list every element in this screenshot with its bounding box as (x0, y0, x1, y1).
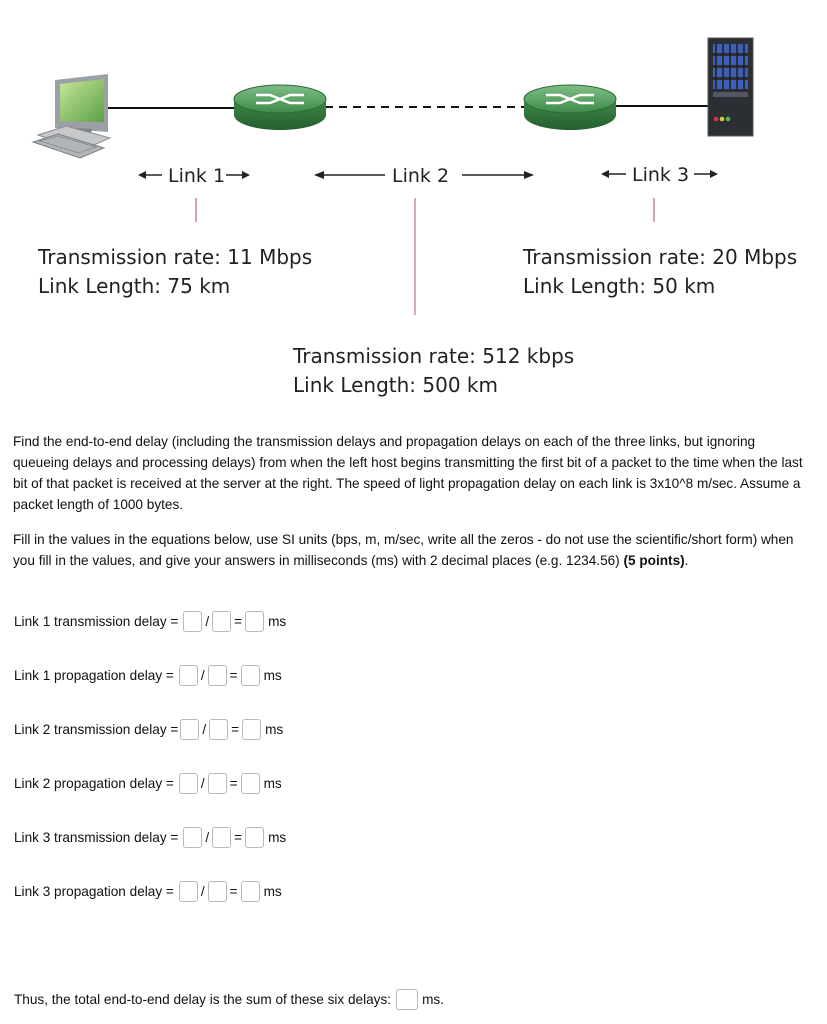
denominator-input[interactable] (212, 611, 232, 632)
link1-rate: Transmission rate: 11 Mbps (37, 245, 312, 269)
link3-label: Link 3 (632, 164, 689, 186)
denominator-input[interactable] (209, 719, 229, 740)
equals-sign: = (229, 884, 238, 899)
numerator-input[interactable] (180, 719, 200, 740)
numerator-input[interactable] (178, 665, 198, 686)
unit-label: ms (265, 722, 284, 737)
equation-row-link2-propagation: Link 2 propagation delay = / = ms (14, 773, 282, 794)
link3-label-group: Link 3 (601, 164, 718, 186)
link1-label: Link 1 (168, 165, 225, 187)
computer-icon (31, 74, 112, 159)
points-label: (5 points) (623, 553, 685, 568)
divide-sign: / (200, 668, 205, 683)
unit-label: ms (263, 776, 282, 791)
equals-sign: = (231, 722, 240, 737)
instructions-end: . (684, 553, 689, 568)
router-icon (233, 84, 327, 130)
denominator-input[interactable] (212, 827, 232, 848)
divide-sign: / (205, 614, 210, 629)
denominator-input[interactable] (207, 881, 227, 902)
numerator-input[interactable] (183, 611, 203, 632)
equation-row-link1-propagation: Link 1 propagation delay = / = ms (14, 665, 282, 686)
result-input[interactable] (240, 665, 260, 686)
numerator-input[interactable] (178, 773, 198, 794)
divide-sign: / (200, 884, 205, 899)
unit-label: ms (268, 614, 287, 629)
result-input[interactable] (242, 719, 262, 740)
denominator-input[interactable] (207, 773, 227, 794)
total-delay-input[interactable] (396, 989, 419, 1010)
numerator-input[interactable] (178, 881, 198, 902)
link1-length: Link Length: 75 km (38, 274, 230, 298)
question-paragraph: Find the end-to-end delay (including the… (13, 431, 813, 515)
link2-rate: Transmission rate: 512 kbps (292, 344, 574, 368)
link2-label: Link 2 (392, 165, 449, 187)
equals-sign: = (234, 830, 243, 845)
divide-sign: / (205, 830, 210, 845)
total-delay-row: Thus, the total end-to-end delay is the … (14, 989, 444, 1010)
total-label: Thus, the total end-to-end delay is the … (14, 992, 392, 1007)
equation-label: Link 1 transmission delay = (14, 614, 179, 629)
divide-sign: / (202, 722, 207, 737)
divide-sign: / (200, 776, 205, 791)
unit-label: ms (263, 668, 282, 683)
equation-row-link3-transmission: Link 3 transmission delay = / = ms (14, 827, 286, 848)
link2-label-group: Link 2 (314, 165, 534, 187)
equation-label: Link 3 transmission delay = (14, 830, 179, 845)
instructions-paragraph: Fill in the values in the equations belo… (13, 529, 813, 571)
equation-row-link3-propagation: Link 3 propagation delay = / = ms (14, 881, 282, 902)
equation-row-link2-transmission: Link 2 transmission delay = / = ms (14, 719, 283, 740)
network-diagram: Link 1 Link 2 Link 3 Transmission rate: … (31, 37, 797, 397)
result-input[interactable] (240, 881, 260, 902)
unit-label: ms (263, 884, 282, 899)
result-input[interactable] (245, 827, 265, 848)
link3-length: Link Length: 50 km (523, 274, 715, 298)
router-icon (523, 84, 617, 130)
equals-sign: = (229, 776, 238, 791)
link2-length: Link Length: 500 km (293, 373, 498, 397)
question-text: Find the end-to-end delay (including the… (13, 434, 803, 512)
numerator-input[interactable] (183, 827, 203, 848)
result-input[interactable] (240, 773, 260, 794)
equation-row-link1-transmission: Link 1 transmission delay = / = ms (14, 611, 286, 632)
denominator-input[interactable] (207, 665, 227, 686)
equals-sign: = (234, 614, 243, 629)
equals-sign: = (229, 668, 238, 683)
equation-label: Link 1 propagation delay = (14, 668, 174, 683)
link1-label-group: Link 1 (138, 165, 250, 187)
result-input[interactable] (245, 611, 265, 632)
equation-label: Link 2 propagation delay = (14, 776, 174, 791)
link3-rate: Transmission rate: 20 Mbps (522, 245, 797, 269)
equation-label: Link 3 propagation delay = (14, 884, 174, 899)
unit-label: ms (268, 830, 287, 845)
instructions-text: Fill in the values in the equations belo… (13, 532, 794, 568)
equation-label: Link 2 transmission delay = (14, 722, 179, 737)
total-unit-label: ms. (422, 992, 444, 1007)
server-icon (707, 37, 754, 137)
